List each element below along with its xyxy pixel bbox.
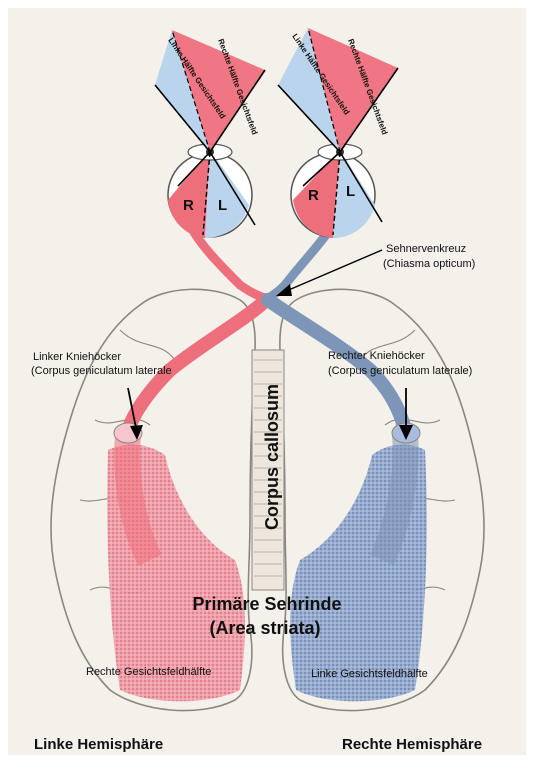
left-eye-r-label: R — [183, 197, 194, 214]
chiasma-label-line1: Sehnervenkreuz — [386, 243, 466, 255]
left-lgn-label-line2: (Corpus geniculatum laterale — [31, 365, 172, 377]
right-cortex-field-label: Linke Gesichtsfeldhälfte — [311, 668, 428, 680]
left-lgn-label-line1: Linker Kniehöcker — [33, 351, 121, 363]
left-eye-l-label: L — [218, 197, 227, 214]
left-cortex-field-label: Rechte Gesichtsfeldhälfte — [86, 666, 211, 678]
right-lgn-label-line1: Rechter Kniehöcker — [328, 350, 425, 362]
primary-cortex-label-line2: (Area striata) — [209, 618, 320, 638]
right-eye-l-label: L — [346, 183, 355, 200]
left-hemisphere-label: Linke Hemisphäre — [34, 736, 163, 753]
primary-cortex-label-line1: Primäre Sehrinde — [192, 594, 341, 614]
chiasma-label-line2: (Chiasma opticum) — [383, 258, 475, 270]
right-eye-r-label: R — [308, 187, 319, 204]
corpus-callosum-label: Corpus callosum — [262, 384, 282, 530]
right-lgn-label-line2: (Corpus geniculatum laterale) — [328, 365, 472, 377]
right-hemisphere-label: Rechte Hemisphäre — [342, 736, 482, 753]
